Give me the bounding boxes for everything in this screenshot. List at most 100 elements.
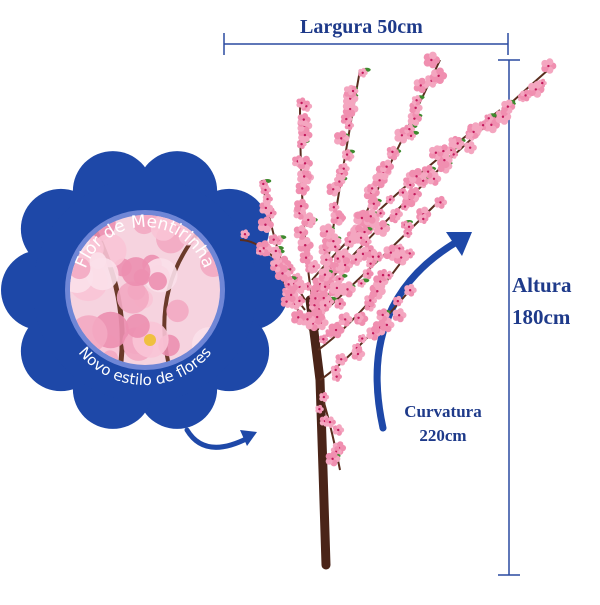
blossom bbox=[315, 404, 324, 414]
petal bbox=[330, 216, 338, 225]
blossom bbox=[271, 245, 284, 257]
petal bbox=[362, 226, 369, 232]
blossom-center bbox=[409, 134, 413, 138]
petal bbox=[528, 88, 536, 97]
petal bbox=[360, 279, 365, 284]
blossom-center bbox=[314, 297, 317, 300]
petal bbox=[412, 187, 420, 194]
petal bbox=[296, 309, 304, 317]
blossom-center bbox=[379, 212, 382, 215]
blossom-center bbox=[313, 303, 316, 307]
blossom-center bbox=[323, 285, 327, 288]
petal bbox=[394, 247, 400, 253]
petal bbox=[335, 358, 342, 365]
petal bbox=[397, 243, 403, 249]
petal bbox=[366, 263, 371, 268]
width-dimension-line bbox=[223, 33, 509, 55]
blossom-center bbox=[369, 215, 372, 218]
blossom bbox=[464, 141, 477, 155]
petal bbox=[369, 290, 378, 298]
blossom-center bbox=[274, 249, 278, 253]
blossom-center bbox=[348, 107, 352, 111]
petal bbox=[311, 259, 318, 266]
petal bbox=[342, 257, 351, 265]
petal bbox=[338, 297, 344, 304]
blossom-center bbox=[501, 115, 505, 118]
tree-blossoms bbox=[240, 51, 557, 467]
petal bbox=[368, 208, 376, 216]
petal bbox=[306, 212, 314, 220]
petal bbox=[360, 333, 366, 339]
blossom-center bbox=[269, 211, 273, 215]
blossom-center bbox=[338, 180, 341, 183]
blossom-center bbox=[371, 331, 375, 335]
blossom-center bbox=[419, 84, 422, 87]
blossom bbox=[330, 210, 346, 226]
petal bbox=[366, 255, 373, 263]
blossom-center bbox=[408, 127, 411, 131]
petal bbox=[520, 94, 526, 101]
blossom-center bbox=[391, 150, 394, 154]
blossom-center bbox=[312, 265, 315, 268]
blossom bbox=[297, 168, 313, 185]
petal bbox=[376, 314, 383, 321]
blossom-center bbox=[281, 272, 284, 275]
blossom bbox=[406, 130, 420, 141]
petal bbox=[306, 282, 311, 287]
blossom-center bbox=[298, 299, 301, 303]
blossom-center bbox=[325, 258, 328, 261]
petal bbox=[437, 159, 445, 167]
petal bbox=[361, 67, 366, 73]
petal bbox=[421, 213, 427, 219]
petal bbox=[342, 162, 348, 169]
blossom-center bbox=[361, 252, 365, 256]
petal bbox=[425, 79, 432, 87]
height-dimension-line bbox=[498, 59, 520, 576]
blossom bbox=[324, 416, 336, 428]
blossom-center bbox=[442, 149, 445, 153]
blossom-center bbox=[332, 240, 335, 243]
petal bbox=[437, 165, 445, 173]
blossom-center bbox=[487, 117, 490, 120]
blossom-center bbox=[400, 134, 404, 137]
blossom-center bbox=[387, 274, 390, 277]
petal bbox=[293, 212, 300, 219]
petal bbox=[541, 65, 549, 73]
blossom-center bbox=[343, 318, 347, 321]
blossom-center bbox=[336, 216, 339, 220]
petal bbox=[340, 288, 348, 296]
blossom bbox=[367, 197, 382, 211]
blossom-center bbox=[264, 188, 267, 192]
petal bbox=[546, 58, 554, 66]
blossom-center bbox=[258, 249, 262, 253]
petal bbox=[390, 145, 397, 152]
blossom bbox=[297, 112, 311, 127]
petal bbox=[366, 332, 374, 340]
petal bbox=[334, 446, 340, 452]
petal bbox=[301, 218, 309, 226]
petal bbox=[421, 170, 429, 178]
petal bbox=[330, 246, 336, 251]
blossom-center bbox=[318, 407, 321, 411]
blossom-center bbox=[481, 124, 485, 127]
petal bbox=[467, 131, 474, 138]
petal bbox=[298, 224, 306, 232]
blossom-center bbox=[345, 117, 348, 121]
petal bbox=[429, 151, 436, 159]
petal bbox=[388, 194, 394, 200]
blossom bbox=[351, 347, 366, 362]
petal bbox=[379, 220, 387, 228]
blossom bbox=[541, 58, 557, 74]
petal bbox=[319, 230, 327, 238]
blossom-center bbox=[302, 118, 305, 121]
blossom bbox=[437, 144, 451, 158]
blossom bbox=[259, 178, 272, 189]
blossom-center bbox=[506, 105, 510, 108]
blossom-center bbox=[432, 177, 436, 180]
petal bbox=[411, 99, 417, 105]
petal bbox=[407, 117, 415, 125]
petal bbox=[257, 223, 266, 232]
blossom-center bbox=[264, 206, 268, 210]
petal bbox=[495, 115, 503, 124]
petal bbox=[330, 369, 336, 375]
